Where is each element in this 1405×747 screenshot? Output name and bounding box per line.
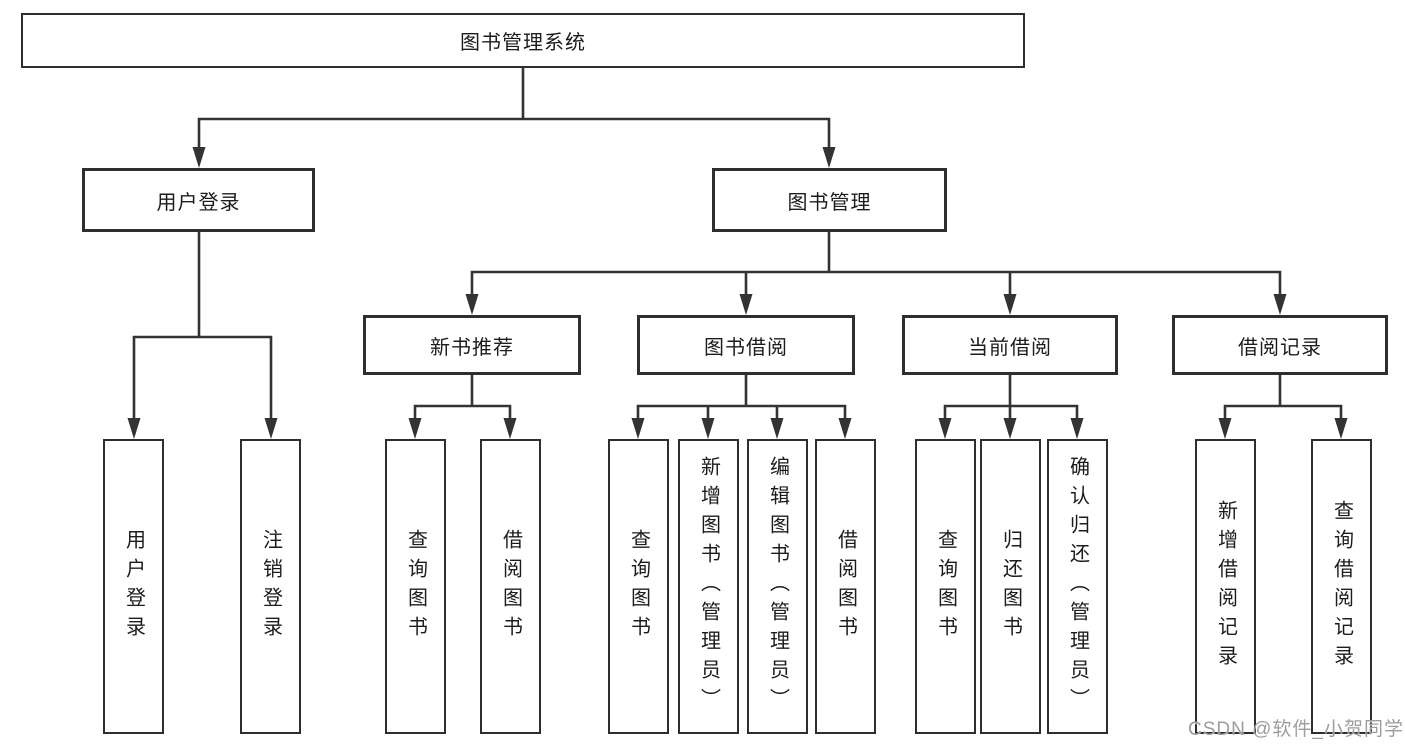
node-label: 编辑图书（管理员）: [766, 456, 789, 717]
node-book-borrowing: 图书借阅: [637, 315, 855, 375]
node-label: 借阅记录: [1238, 336, 1322, 359]
node-label: 注销登录: [259, 528, 282, 645]
node-edit-book-admin: 编辑图书（管理员）: [747, 439, 808, 734]
node-user-login-leaf: 用户登录: [103, 439, 164, 734]
node-borrow-book-leaf: 借阅图书: [815, 439, 876, 734]
node-label: 查询图书: [934, 528, 957, 645]
node-logout: 注销登录: [240, 439, 301, 734]
node-new-book-recommend: 新书推荐: [363, 315, 581, 375]
node-label: 借阅图书: [834, 528, 857, 645]
node-confirm-return-admin: 确认归还（管理员）: [1047, 439, 1108, 734]
node-label: 图书借阅: [704, 336, 788, 359]
node-query-book-current: 查询图书: [915, 439, 976, 734]
watermark: CSDN @软件_小贺同学: [1188, 719, 1404, 740]
node-return-book: 归还图书: [980, 439, 1041, 734]
node-label: 新增图书（管理员）: [697, 456, 720, 717]
node-label: 借阅图书: [499, 528, 522, 645]
node-label: 归还图书: [999, 528, 1022, 645]
node-root-library-system: 图书管理系统: [21, 13, 1025, 68]
node-add-borrow-record: 新增借阅记录: [1195, 439, 1256, 734]
node-label: 查询图书: [627, 528, 650, 645]
node-label: 当前借阅: [968, 336, 1052, 359]
node-label: 新增借阅记录: [1214, 499, 1237, 674]
node-label: 用户登录: [122, 528, 145, 645]
node-query-book-borrow: 查询图书: [608, 439, 669, 734]
node-label: 图书管理系统: [460, 32, 586, 54]
node-query-book-recommend: 查询图书: [385, 439, 446, 734]
node-borrow-book-recommend: 借阅图书: [480, 439, 541, 734]
node-label: 新书推荐: [430, 336, 514, 359]
node-label: 确认归还（管理员）: [1066, 456, 1089, 717]
node-label: 查询图书: [404, 528, 427, 645]
node-borrowing-records: 借阅记录: [1172, 315, 1388, 375]
tree-branch-lines: [132, 66, 1343, 423]
node-label: 用户登录: [156, 191, 241, 214]
node-query-borrow-record: 查询借阅记录: [1311, 439, 1372, 734]
node-current-borrowing: 当前借阅: [902, 315, 1118, 375]
node-label: 查询借阅记录: [1330, 499, 1353, 674]
node-book-management: 图书管理: [712, 168, 947, 232]
node-add-book-admin: 新增图书（管理员）: [678, 439, 739, 734]
node-label: 图书管理: [787, 191, 872, 214]
node-user-login: 用户登录: [82, 168, 315, 232]
